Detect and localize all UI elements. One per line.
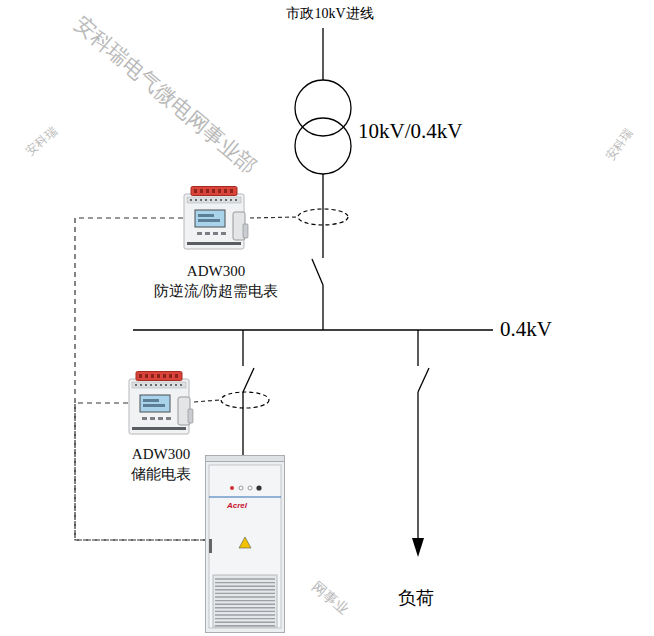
incoming-line (322, 28, 323, 80)
voltage-rating: 10kV/0.4kV (358, 119, 462, 143)
storage-cabinet: Acrel (205, 455, 285, 633)
load-arrow (412, 538, 424, 557)
wire (322, 285, 323, 330)
device-name: 储能电表 (131, 464, 191, 484)
text-group: ADW300防逆流/防超需电表 (154, 261, 278, 301)
transformer-winding (295, 80, 351, 136)
wire (242, 330, 243, 366)
bus-voltage: 0.4kV (500, 317, 552, 341)
switch-blade (312, 259, 323, 285)
meter-device-outline (128, 371, 194, 435)
meter-device: ADW300储能电表 (128, 371, 194, 435)
watermark: 安科瑞 (24, 125, 60, 159)
brand-logo: Acrel (227, 501, 247, 510)
switch-blade (243, 368, 254, 392)
wire (242, 392, 243, 455)
device-model: ADW300 (131, 444, 191, 464)
wire (417, 392, 418, 540)
device-model: ADW300 (154, 261, 278, 281)
meter-device: ADW300防逆流/防超需电表 (183, 186, 249, 250)
meter-device-outline (183, 186, 249, 250)
device-name: 防逆流/防超需电表 (154, 281, 278, 301)
storage-cabinet-outline (205, 455, 285, 633)
current-transformer (298, 209, 348, 225)
watermark: 网事业 (309, 578, 352, 617)
ct-leader (194, 400, 221, 402)
ct-leader (250, 217, 298, 218)
busbar (133, 329, 493, 331)
feeder-label: 市政10kV进线 (286, 6, 373, 22)
watermark: 安科瑞 (604, 126, 636, 163)
wire (417, 330, 418, 366)
load-label: 负荷 (398, 588, 434, 609)
wire (322, 174, 323, 258)
transformer-winding (295, 118, 351, 174)
text-group: ADW300储能电表 (131, 444, 191, 484)
text-group: Acrel (227, 501, 247, 510)
current-transformer (221, 392, 269, 408)
watermark: 安科瑞电气微电网事业部 (69, 12, 261, 179)
switch-blade (418, 368, 429, 392)
communication-link (75, 218, 205, 540)
